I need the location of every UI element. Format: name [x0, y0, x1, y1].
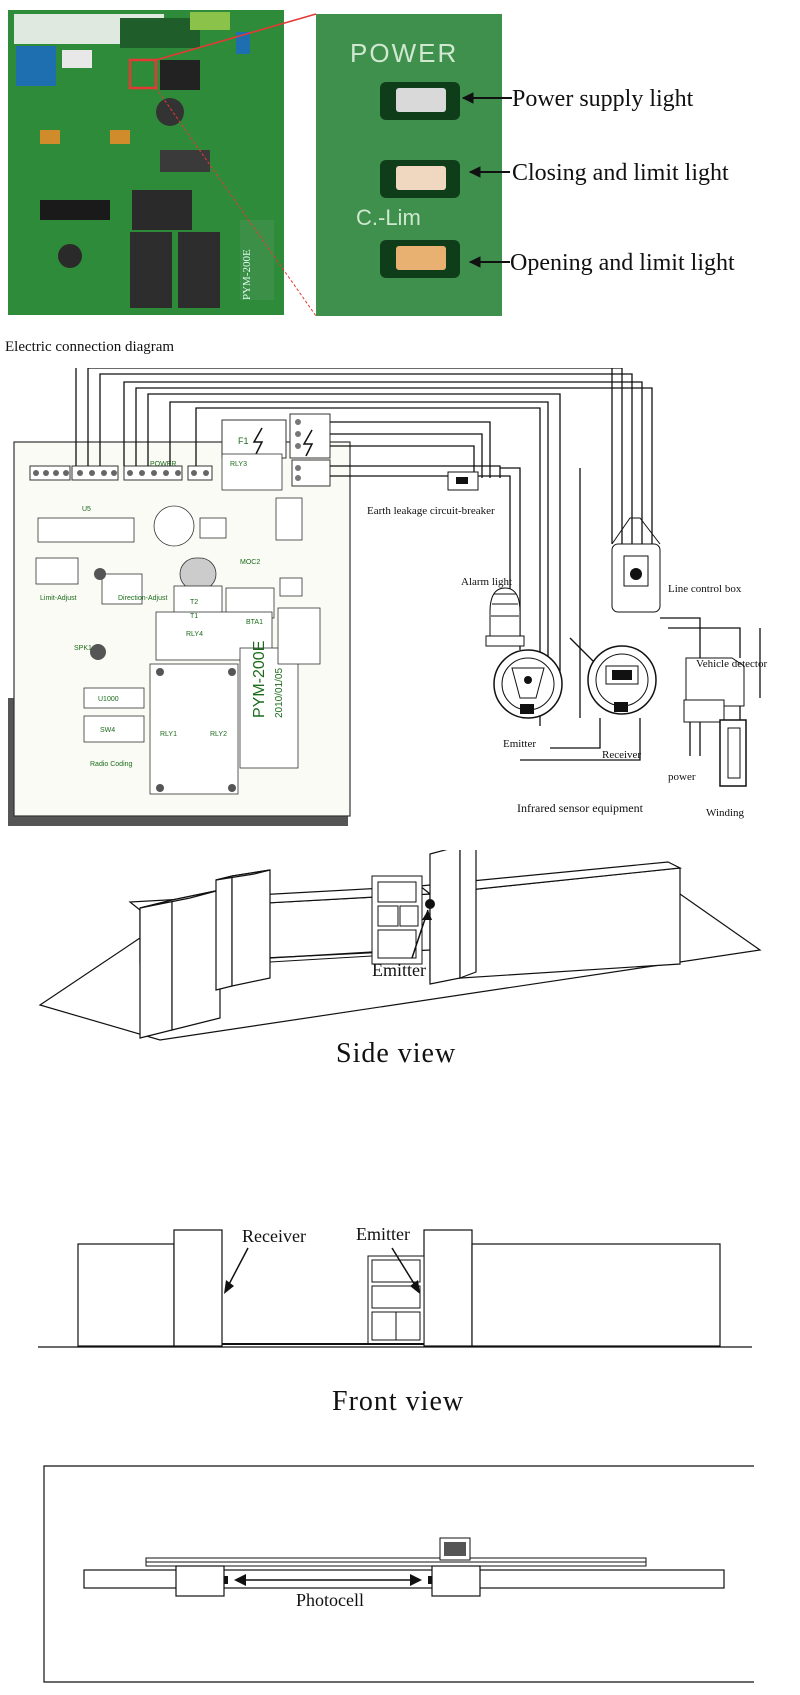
front-receiver-label: Receiver — [242, 1226, 306, 1246]
callout-opening-limit: Opening and limit light — [510, 250, 735, 276]
vehicle-detector — [683, 657, 745, 723]
side-emitter-label: Emitter — [372, 960, 426, 980]
front-view-caption: Front view — [332, 1386, 464, 1417]
label-t1: T1 — [190, 613, 198, 620]
label-rly1: RLY1 — [160, 731, 177, 738]
highlight-box — [128, 58, 158, 90]
gate-panel — [371, 875, 423, 965]
ir-emitter — [493, 649, 563, 719]
winding-loop — [719, 719, 747, 787]
svg-text:PYM-200E: PYM-200E — [241, 249, 253, 300]
front-walls — [77, 1229, 721, 1347]
label-ir-receiver: Receiver — [602, 749, 641, 761]
side-view-caption: Side view — [336, 1038, 456, 1069]
svg-text:F1: F1 — [238, 436, 249, 446]
label-spk1: SPK1 — [74, 645, 92, 652]
emitter-device — [425, 899, 435, 909]
callouts — [461, 92, 512, 268]
label-earth-leakage: Earth leakage circuit-breaker — [367, 505, 495, 517]
top-view-frame — [43, 1465, 754, 1683]
front-view-svg: Receiver Emitter Front view — [38, 1224, 752, 1417]
front-view-section: Receiver Emitter Front view — [0, 1210, 800, 1430]
label-board-date: 2010/01/05 — [274, 668, 285, 718]
zoom-power-label: POWER — [350, 38, 458, 68]
top-view-svg: Photocell — [43, 1465, 754, 1683]
fuse-box — [221, 419, 287, 459]
electric-diagram-caption: Electric connection diagram — [5, 339, 174, 355]
label-u1000: U1000 — [98, 696, 119, 703]
label-u5: U5 — [82, 506, 91, 513]
board-components — [35, 453, 321, 795]
label-line-control-box: Line control box — [668, 583, 742, 595]
label-vehicle-detector: Vehicle detector — [696, 658, 767, 670]
pillar-right — [431, 1565, 481, 1597]
label-power: POWER — [150, 461, 176, 468]
label-direction-adjust: Direction-Adjust — [118, 595, 167, 602]
label-bta1: BTA1 — [246, 619, 263, 626]
top-terminals — [29, 465, 213, 481]
pcb-photo: PYM-200E — [8, 10, 317, 317]
power-terminals — [289, 413, 331, 487]
label-rly4: RLY4 — [186, 631, 203, 638]
photocell-right — [428, 1576, 432, 1584]
label-power-wire: power — [668, 771, 696, 783]
callout-power-supply: Power supply light — [512, 86, 694, 112]
label-winding: Winding — [706, 807, 745, 819]
photocell-label: Photocell — [296, 1590, 364, 1610]
zoom-clim-label: C.-Lim — [356, 205, 421, 230]
wires — [75, 359, 761, 761]
label-t2: T2 — [190, 599, 198, 606]
photo-section: PYM-200E POWER C.-Lim Power supply light… — [0, 0, 800, 360]
front-emitter-label: Emitter — [356, 1224, 410, 1244]
label-limit-adjust: Limit-Adjust — [40, 595, 77, 602]
side-view-svg: Emitter Side view — [38, 839, 762, 1069]
photo-svg: PYM-200E POWER C.-Lim Power supply light… — [5, 10, 735, 355]
label-board-model: PYM-200E — [251, 641, 268, 718]
top-view-section: Photocell — [0, 1458, 800, 1690]
photocell-left — [224, 1576, 228, 1584]
label-moc2: MOC2 — [240, 559, 260, 566]
pillar-left — [175, 1565, 225, 1597]
label-radio-coding: Radio Coding — [90, 761, 133, 768]
label-alarm-light: Alarm light — [461, 576, 512, 588]
wiring-svg: F1 Direction-Adjust Limit-Adjust Radio C… — [8, 359, 767, 826]
label-infrared-equipment: Infrared sensor equipment — [517, 801, 644, 815]
label-sw4: SW4 — [100, 727, 115, 734]
label-rly2: RLY2 — [210, 731, 227, 738]
label-rly3: RLY3 — [230, 461, 247, 468]
callout-closing-limit: Closing and limit light — [512, 160, 729, 186]
wiring-section: F1 Direction-Adjust Limit-Adjust Radio C… — [0, 359, 800, 843]
pcb-zoom: POWER C.-Lim — [316, 14, 502, 316]
side-view-section: Emitter Side view — [0, 839, 800, 1140]
line-control-box — [611, 517, 661, 613]
board-dots — [90, 568, 236, 792]
label-ir-emitter: Emitter — [503, 738, 536, 750]
ir-receiver — [587, 645, 657, 715]
alarm-light — [485, 587, 525, 647]
front-gate — [367, 1255, 425, 1345]
